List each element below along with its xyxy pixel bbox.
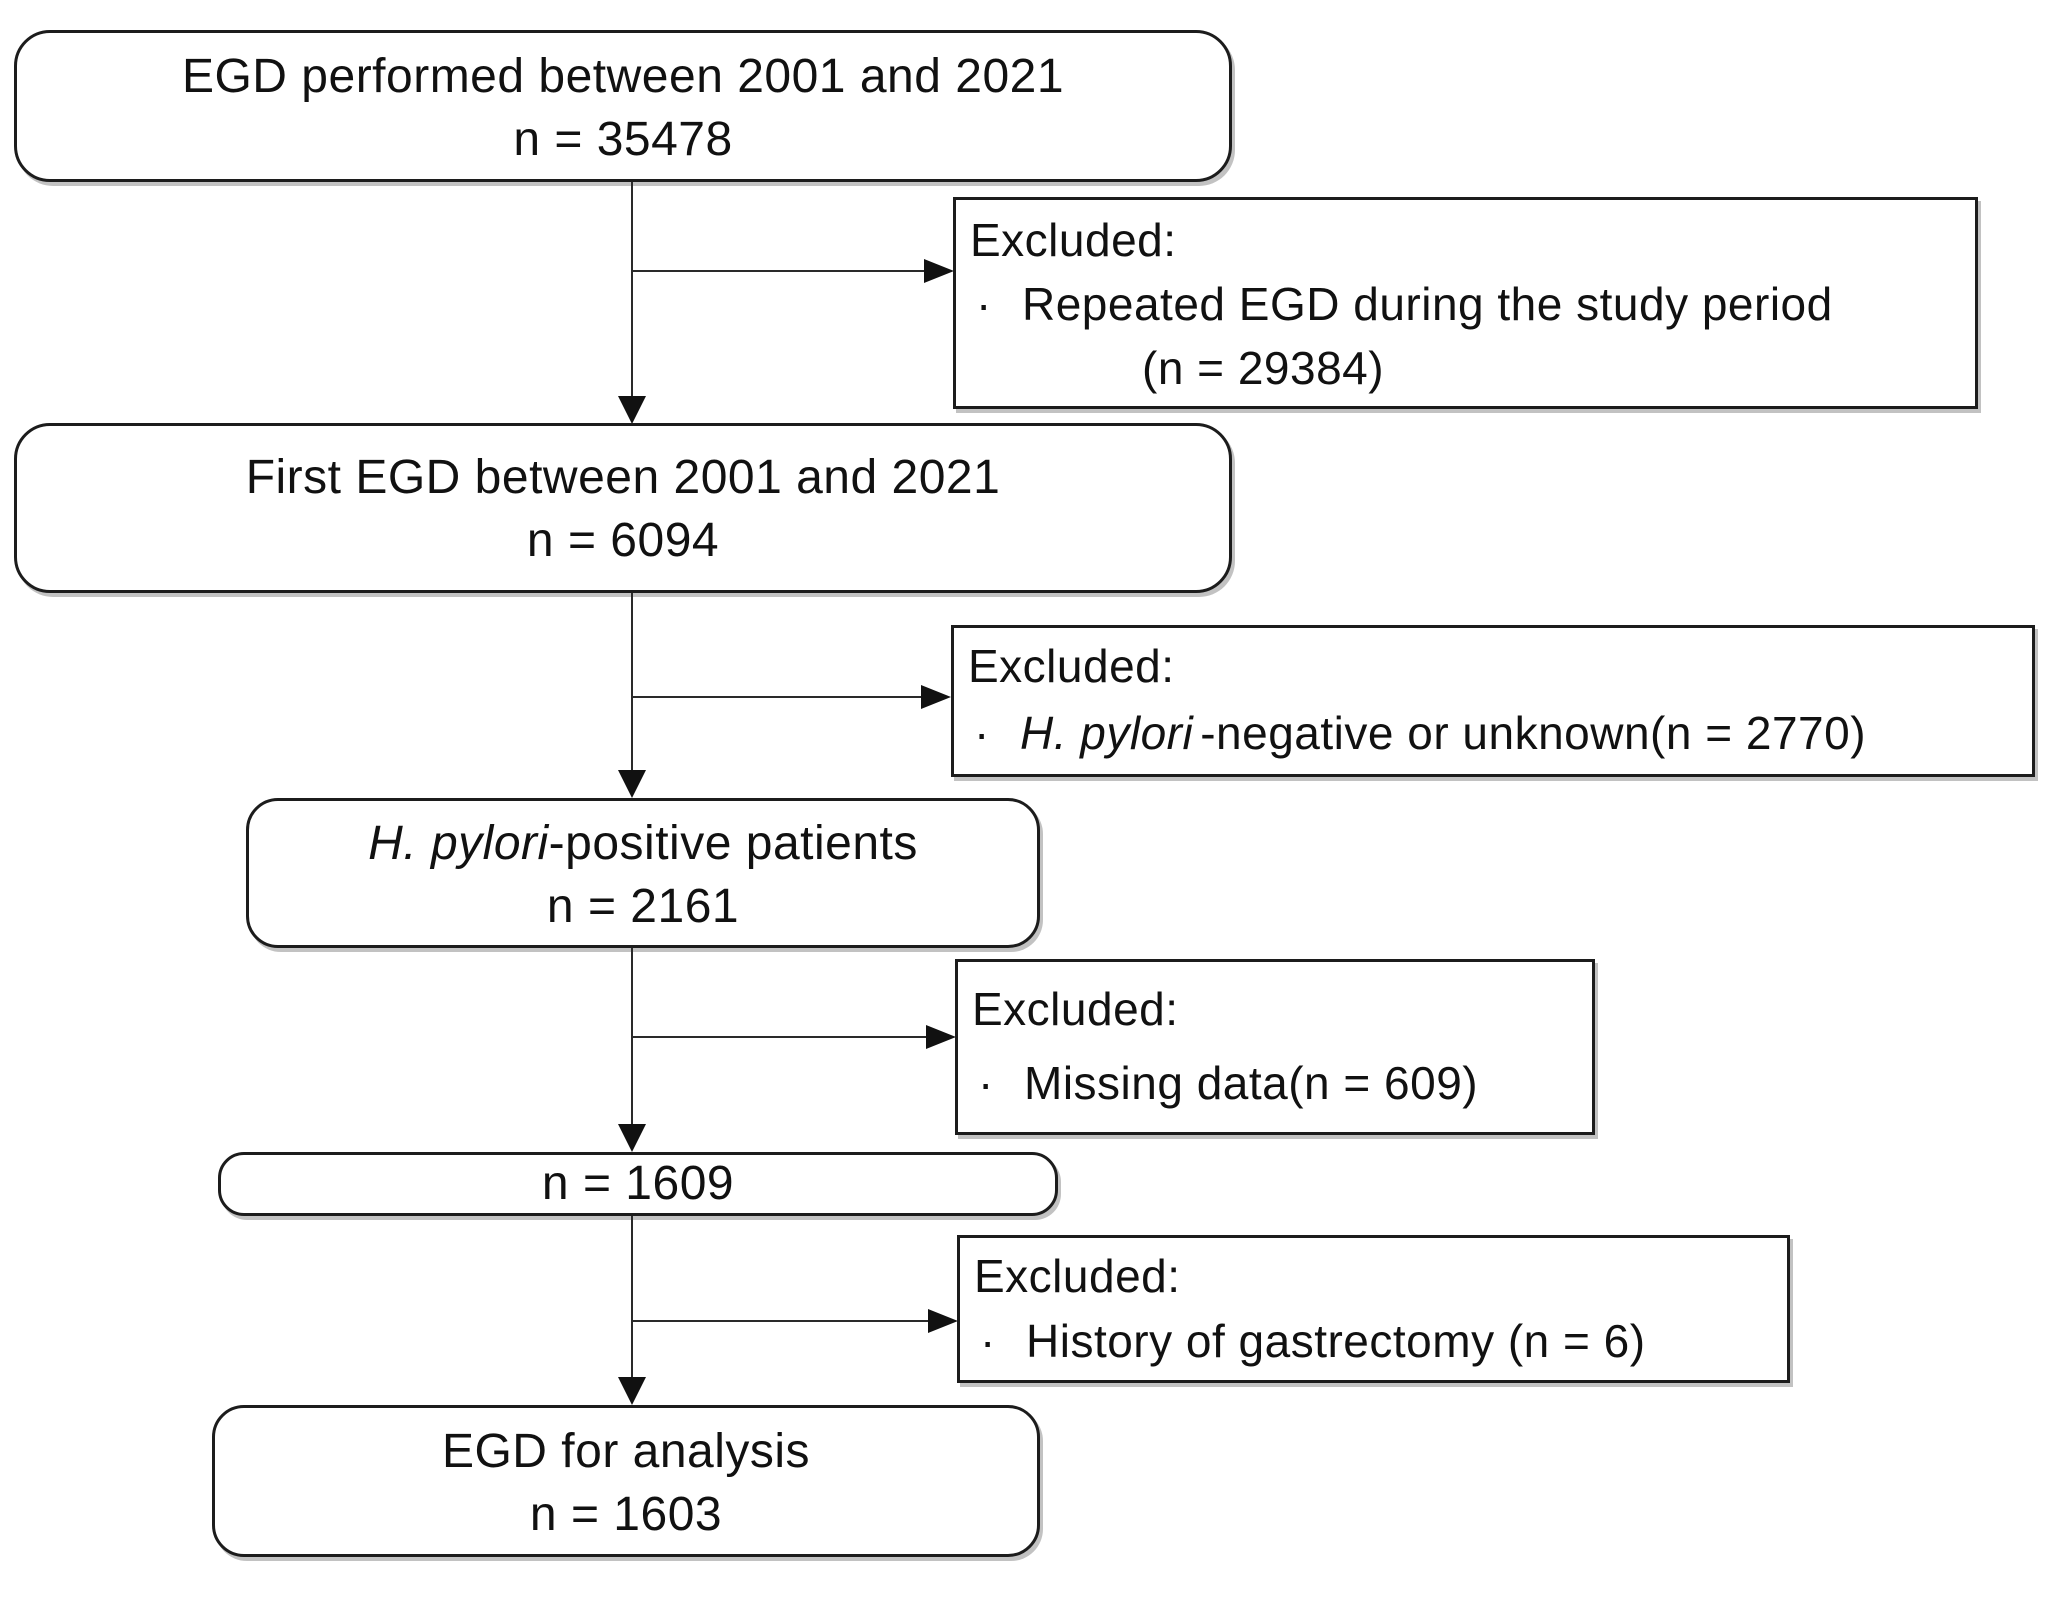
- excluded-item-text: Repeated EGD during the study period: [1022, 278, 1833, 330]
- first-egd-count: n = 6094: [526, 514, 720, 567]
- arrow-down-icon-1: [618, 396, 646, 424]
- n-1609-box: n = 1609: [218, 1152, 1058, 1216]
- hp-positive-title-rest: -positive patients: [548, 817, 918, 870]
- excluded-item-text: Missing data(n = 609): [1024, 1057, 1479, 1109]
- excluded-label: Excluded:: [972, 983, 1179, 1035]
- excluded-label: Excluded:: [974, 1250, 1181, 1302]
- egd-analysis-box: EGD for analysis n = 1603: [212, 1405, 1040, 1557]
- excluded-item: · Missing data(n = 609): [958, 1046, 1592, 1120]
- excluded-missing-data-box: Excluded: · Missing data(n = 609): [955, 959, 1595, 1135]
- hp-positive-title-italic: H. pylori: [368, 817, 549, 870]
- excluded-gastrectomy-box: Excluded: · History of gastrectomy (n = 6…: [957, 1235, 1790, 1383]
- branch-line-3: [632, 1036, 927, 1038]
- excluded-item: · Repeated EGD during the study period: [956, 272, 1975, 336]
- excluded-item-text: History of gastrectomy (n = 6): [1026, 1315, 1646, 1367]
- egd-performed-box: EGD performed between 2001 and 2021 n = …: [14, 30, 1232, 182]
- excluded-item-text: -negative or unknown(n = 2770): [1200, 707, 1867, 759]
- excluded-item: · H. pylori-negative or unknown(n = 2770): [954, 700, 2032, 767]
- excluded-hp-negative-box: Excluded: · H. pylori-negative or unknown…: [951, 625, 2035, 777]
- arrow-right-icon-1: [924, 259, 954, 283]
- excluded-label: Excluded:: [968, 640, 1175, 692]
- branch-line-1: [632, 270, 925, 272]
- excluded-item-count: (n = 29384): [1142, 342, 1385, 394]
- hp-positive-count: n = 2161: [546, 880, 740, 933]
- bullet-icon: ·: [974, 707, 990, 759]
- bullet-icon: ·: [980, 1315, 996, 1367]
- arrow-down-icon-2: [618, 770, 646, 798]
- first-egd-box: First EGD between 2001 and 2021 n = 6094: [14, 423, 1232, 593]
- arrow-right-icon-2: [921, 685, 951, 709]
- egd-analysis-title: EGD for analysis: [441, 1425, 811, 1478]
- bullet-icon: ·: [978, 1057, 994, 1109]
- first-egd-title: First EGD between 2001 and 2021: [245, 451, 1001, 504]
- branch-line-4: [632, 1320, 929, 1322]
- arrow-down-icon-3: [618, 1124, 646, 1152]
- hp-positive-title: H. pylori-positive patients: [249, 812, 1037, 875]
- excluded-label: Excluded:: [970, 214, 1177, 266]
- egd-performed-count: n = 35478: [513, 113, 733, 166]
- excluded-repeated-egd-box: Excluded: · Repeated EGD during the study…: [953, 197, 1978, 409]
- n-1609-count: n = 1609: [541, 1157, 735, 1210]
- arrow-down-icon-4: [618, 1377, 646, 1405]
- branch-line-2: [632, 696, 922, 698]
- arrow-right-icon-3: [926, 1025, 956, 1049]
- bullet-icon: ·: [976, 278, 992, 330]
- arrow-right-icon-4: [928, 1309, 958, 1333]
- excluded-item-italic: H. pylori: [1020, 707, 1194, 759]
- connector-line-1: [631, 182, 633, 398]
- egd-performed-title: EGD performed between 2001 and 2021: [181, 50, 1065, 103]
- connector-line-4: [631, 1216, 633, 1379]
- connector-line-2: [631, 593, 633, 771]
- excluded-item: · History of gastrectomy (n = 6): [960, 1309, 1787, 1374]
- hp-positive-box: H. pylori-positive patients n = 2161: [246, 798, 1040, 948]
- egd-analysis-count: n = 1603: [529, 1488, 723, 1541]
